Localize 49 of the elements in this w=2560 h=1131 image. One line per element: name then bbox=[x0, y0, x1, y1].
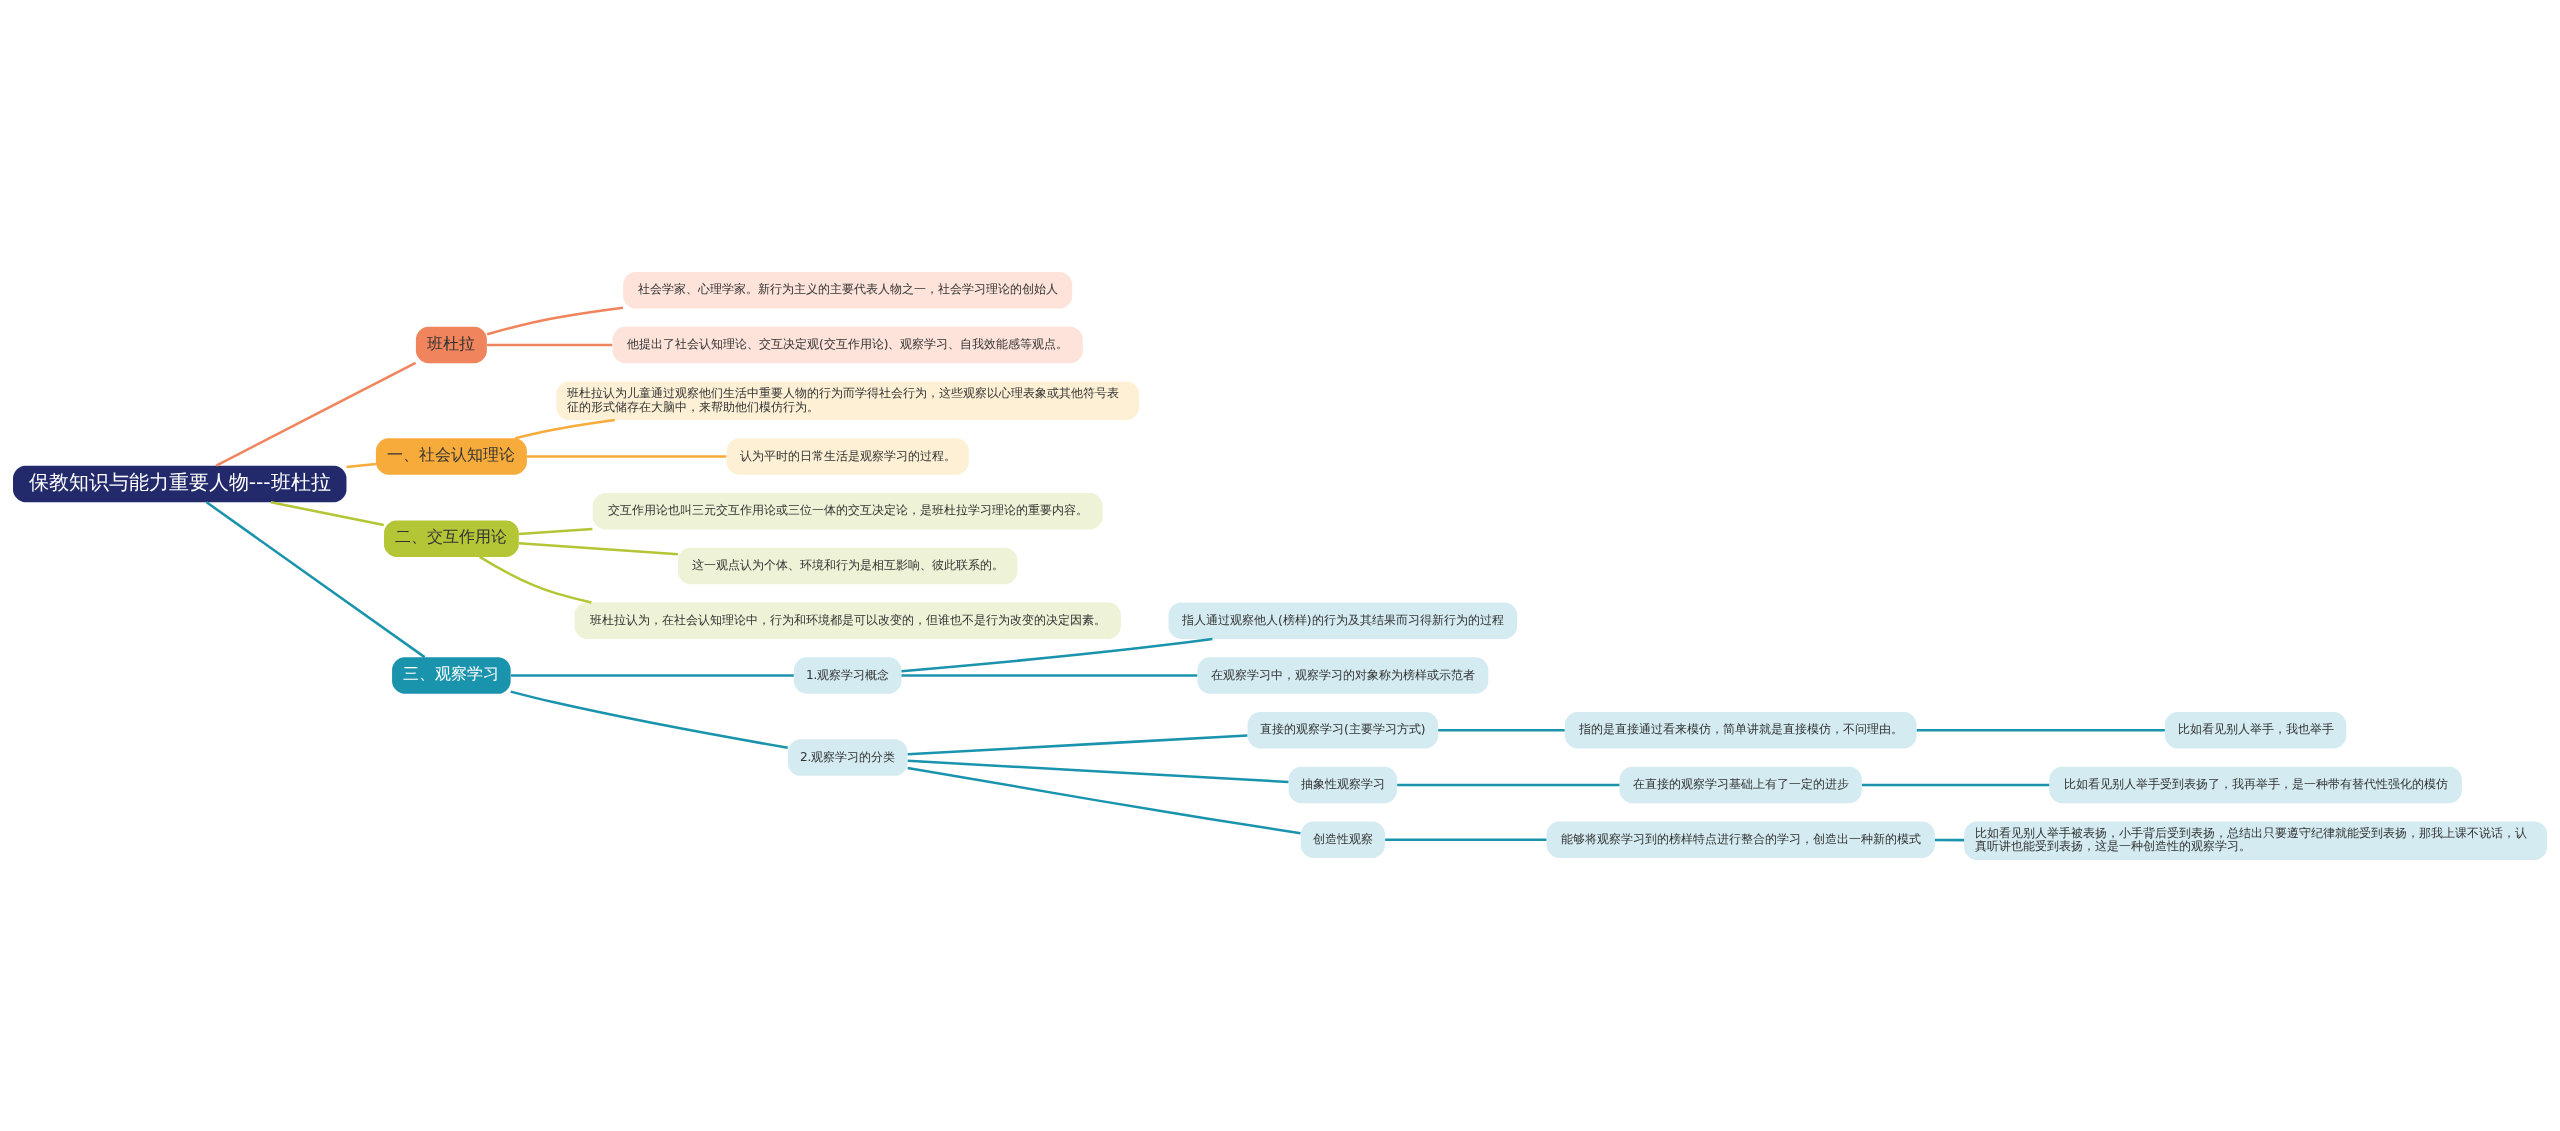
node-box: 2.观察学习的分类 bbox=[787, 738, 908, 776]
connector bbox=[518, 541, 678, 556]
connector bbox=[514, 418, 615, 439]
connector bbox=[518, 527, 593, 535]
node-box: 比如看见别人举手被表扬，小手背后受到表扬，总结出只要遵守纪律就能受到表扬，那我上课不说话，认真听讲也能受到表扬，这是一种创造性的观察学习。 bbox=[1964, 820, 2547, 860]
node-box: 比如看见别人举手受到表扬了，我再举手，是一种带有替代性强化的模仿 bbox=[2049, 766, 2462, 803]
connector bbox=[1861, 783, 2050, 786]
node-box: 保教知识与能力重要人物---班杜拉 bbox=[13, 465, 347, 502]
connector bbox=[907, 759, 1289, 783]
connector bbox=[510, 689, 788, 749]
connector bbox=[511, 673, 794, 677]
node-box: 创造性观察 bbox=[1300, 820, 1385, 858]
node-box: 班杜拉认为，在社会认知理论中，行为和环境都是可以改变的，但谁也不是行为改变的决定因素。 bbox=[574, 602, 1121, 639]
node-box: 交互作用论也叫三元交互作用论或三位一体的交互决定论，是班杜拉学习理论的重要内容。 bbox=[592, 492, 1103, 529]
connector bbox=[346, 462, 376, 468]
node-box: 能够将观察学习到的榜样特点进行整合的学习，创造出一种新的模式 bbox=[1546, 820, 1935, 858]
node-box: 1.观察学习概念 bbox=[794, 656, 902, 694]
connector bbox=[527, 454, 727, 458]
node-box: 他提出了社会认知理论、交互决定观(交互作用论)、观察学习、自我效能感等观点。 bbox=[612, 326, 1083, 363]
connector bbox=[907, 733, 1248, 756]
node-box: 抽象性观察学习 bbox=[1288, 766, 1398, 803]
connector bbox=[487, 343, 613, 346]
connector bbox=[486, 305, 624, 336]
node-box: 班杜拉认为儿童通过观察他们生活中重要人物的行为而学得社会行为，这些观察以心理表象或其他符号表征的形式储存在大脑中，来帮助他们模仿行为。 bbox=[556, 381, 1140, 420]
node-box: 社会学家、心理学家。新行为主义的主要代表人物之一，社会学习理论的创始人 bbox=[623, 271, 1073, 309]
node-box: 在直接的观察学习基础上有了一定的进步 bbox=[1619, 766, 1862, 803]
connector bbox=[1385, 837, 1547, 841]
node-box: 认为平时的日常生活是观察学习的过程。 bbox=[726, 437, 969, 475]
connector bbox=[205, 500, 426, 658]
node-box: 二、交互作用论 bbox=[383, 519, 519, 557]
connector bbox=[1916, 728, 2165, 731]
connector bbox=[1397, 783, 1620, 786]
node-box: 班杜拉 bbox=[415, 326, 487, 363]
node-box: 一、社会认知理论 bbox=[375, 437, 527, 475]
node-box: 指人通过观察他人(榜样)的行为及其结果而习得新行为的过程 bbox=[1168, 602, 1518, 639]
node-box: 三、观察学习 bbox=[392, 656, 511, 694]
connector bbox=[901, 637, 1213, 672]
connector bbox=[479, 555, 592, 604]
node-box: 直接的观察学习(主要学习方式) bbox=[1247, 711, 1439, 748]
connector bbox=[1438, 728, 1565, 731]
node-box: 这一观点认为个体、环境和行为是相互影响、彼此联系的。 bbox=[677, 547, 1018, 584]
node-box: 在观察学习中，观察学习的对象称为榜样或示范者 bbox=[1197, 656, 1489, 694]
connector bbox=[270, 500, 384, 526]
connector bbox=[215, 361, 417, 467]
node-box: 指的是直接通过看来模仿，简单讲就是直接模仿，不问理由。 bbox=[1564, 711, 1917, 748]
connector bbox=[1934, 838, 1965, 841]
node-box: 比如看见别人举手，我也举手 bbox=[2164, 711, 2347, 748]
connector bbox=[907, 766, 1301, 835]
connector bbox=[901, 673, 1198, 677]
